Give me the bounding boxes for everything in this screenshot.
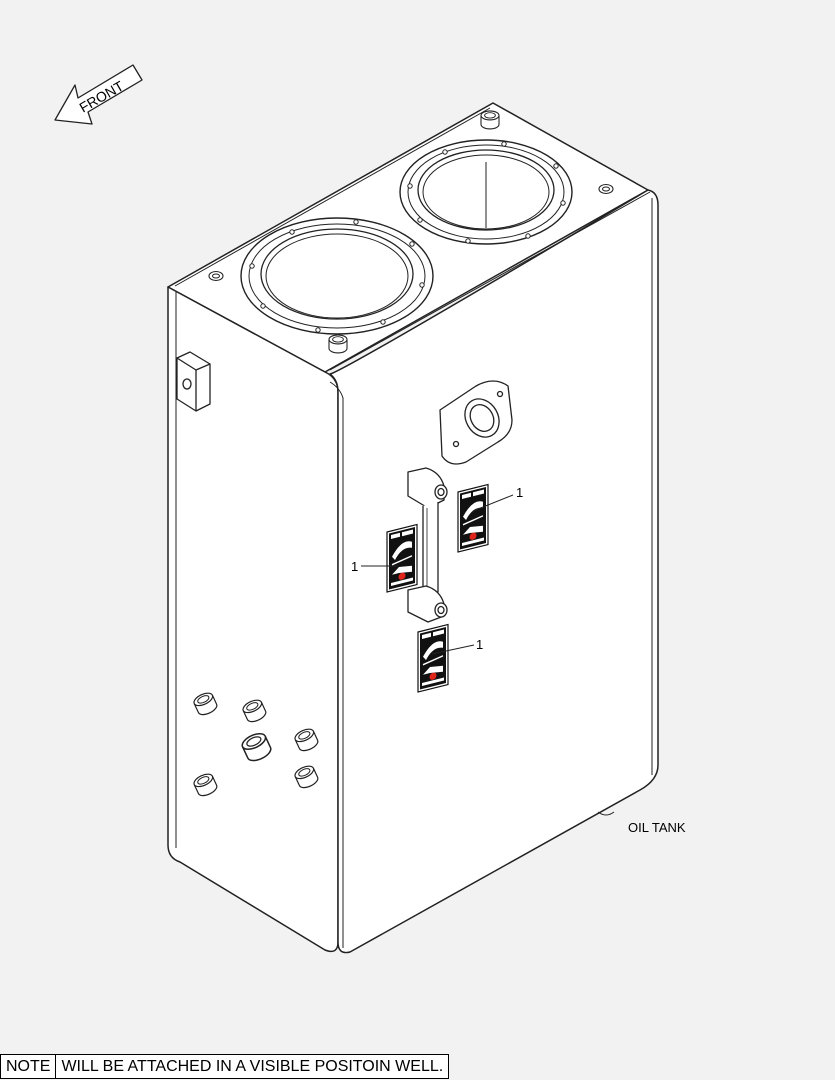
note-text: WILL BE ATTACHED IN A VISIBLE POSITOIN W… <box>61 1058 444 1075</box>
drawing-caption: OIL TANK <box>628 820 686 835</box>
sight-gauge <box>407 467 448 623</box>
left-flange-opening <box>240 217 434 335</box>
side-flange-port <box>439 380 513 465</box>
right-flange-opening <box>399 139 573 245</box>
callout-number: 1 <box>516 485 523 500</box>
callout-number: 1 <box>351 559 358 574</box>
callout-number: 1 <box>476 637 483 652</box>
decal-upper-right <box>457 483 489 553</box>
front-arrow: FRONT <box>54 64 143 125</box>
note-box: NOTE WILL BE ATTACHED IN A VISIBLE POSIT… <box>0 1054 450 1079</box>
note-label: NOTE <box>1 1055 57 1078</box>
callout-left: 1 <box>351 559 398 574</box>
decal-left <box>386 523 418 593</box>
side-bracket <box>176 351 211 412</box>
top-studs <box>208 110 614 354</box>
callout-lower: 1 <box>431 637 483 655</box>
callout-upper-right: 1 <box>472 485 523 512</box>
tank-foot <box>597 811 615 816</box>
decal-lower <box>417 623 449 693</box>
